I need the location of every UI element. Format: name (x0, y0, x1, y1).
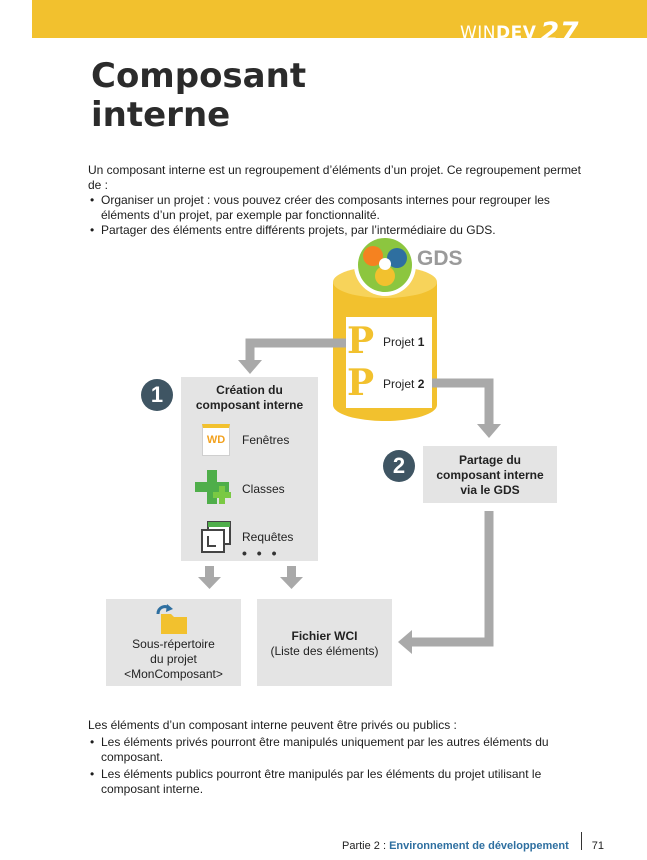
outro-text: Les éléments d’un composant interne peuv… (88, 718, 578, 797)
step1-badge: 1 (141, 379, 173, 411)
footer-section: Environnement de développement (389, 839, 569, 852)
item-classes: Classes (242, 482, 285, 496)
gds-logo-icon (354, 234, 416, 296)
outro-bullet: Les éléments publics pourront être manip… (88, 767, 578, 797)
intro-text: Un composant interne est un regroupement… (88, 163, 588, 238)
classes-icon (195, 470, 231, 504)
queries-icon (201, 521, 231, 553)
gds-label: GDS (417, 247, 463, 270)
wci-label: Fichier WCI(Liste des éléments) (270, 629, 379, 658)
page-number: 71 (591, 839, 605, 852)
intro-bullet: Organiser un projet : vous pouvez créer … (88, 193, 588, 223)
wci-box (257, 599, 392, 686)
item-queries: Requêtes (242, 530, 294, 544)
item-windows: Fenêtres (242, 433, 290, 447)
folder-icon (156, 604, 187, 634)
intro-bullet: Partager des éléments entre différents p… (88, 223, 588, 238)
outro-bullet: Les éléments privés pourront être manipu… (88, 735, 578, 765)
project2-label: Projet 2 (383, 377, 425, 391)
outro-lead: Les éléments d’un composant interne peuv… (88, 718, 457, 732)
intro-lead: Un composant interne est un regroupement… (88, 163, 581, 192)
windows-icon: WD (202, 424, 230, 456)
project1-label: Projet 1 (383, 335, 425, 349)
step2-box (423, 446, 557, 503)
step2-badge: 2 (383, 450, 415, 482)
page-footer: Partie 2 : Environnement de développemen… (342, 832, 605, 855)
project2-icon: P (347, 362, 375, 404)
more-items: • • • (242, 545, 280, 561)
project1-icon: P (347, 320, 375, 362)
subdir-box (106, 599, 241, 686)
